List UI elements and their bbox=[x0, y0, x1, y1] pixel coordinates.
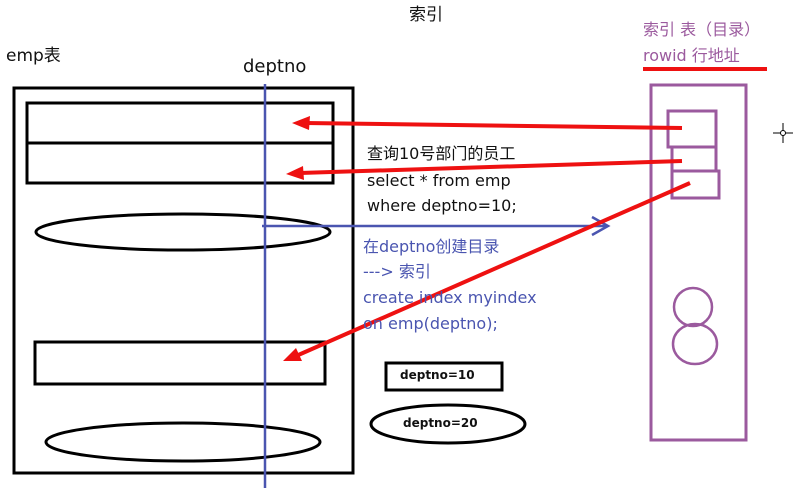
emp-table-label: emp表 bbox=[6, 46, 61, 66]
pointer-arrow-1 bbox=[304, 121, 683, 130]
row-deptno10-b bbox=[25, 141, 335, 185]
query-sql-line-1: select * from emp bbox=[367, 171, 511, 190]
pointer-arrowhead-3 bbox=[283, 348, 302, 361]
create-index-arrowhead bbox=[591, 215, 611, 237]
emp-table-box bbox=[12, 86, 355, 475]
diagram-title: 索引 bbox=[409, 5, 443, 25]
pointer-arrow-3 bbox=[295, 181, 691, 358]
pointer-arrow-2 bbox=[299, 159, 683, 175]
query-sql-line-2: where deptno=10; bbox=[367, 196, 517, 215]
create-index-sql-line-2: on emp(deptno); bbox=[363, 314, 498, 333]
legend-rect-label: deptno=10 bbox=[400, 368, 475, 382]
index-node-circle-2 bbox=[671, 322, 719, 366]
legend-ellipse-label: deptno=20 bbox=[403, 416, 478, 430]
create-index-description: 在deptno创建目录 bbox=[363, 237, 500, 256]
row-deptno20-b bbox=[44, 421, 322, 463]
row-deptno10-c bbox=[33, 340, 327, 386]
index-node-circle-1 bbox=[672, 286, 714, 328]
index-entry-2 bbox=[670, 145, 718, 173]
rowid-label: rowid 行地址 bbox=[643, 46, 740, 65]
index-table-label: 索引 表（目录） bbox=[643, 20, 761, 39]
pointer-arrowhead-2 bbox=[286, 166, 304, 180]
crosshair-cursor-icon bbox=[773, 123, 793, 143]
query-description: 查询10号部门的员工 bbox=[367, 144, 516, 163]
pointer-arrowhead-1 bbox=[292, 116, 310, 130]
legend-rect bbox=[384, 361, 504, 392]
deptno-column-label: deptno bbox=[243, 56, 307, 77]
index-table-box bbox=[649, 83, 748, 442]
row-deptno20-a bbox=[34, 212, 332, 252]
create-index-arrow-text: ---> 索引 bbox=[363, 262, 431, 281]
create-index-sql-line-1: create index myindex bbox=[363, 288, 537, 307]
row-deptno10-a bbox=[25, 101, 335, 145]
legend-ellipse bbox=[369, 403, 527, 445]
index-entry-3 bbox=[670, 169, 721, 200]
